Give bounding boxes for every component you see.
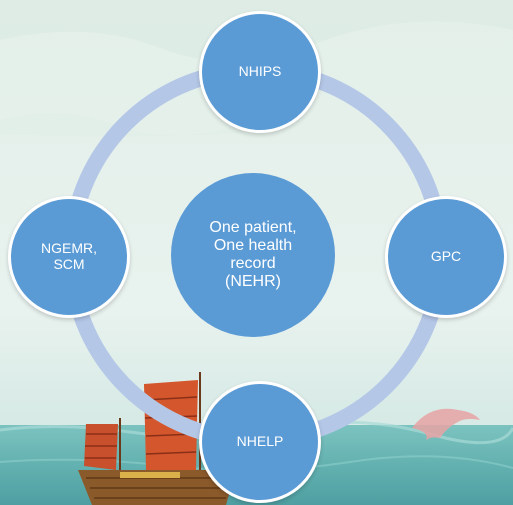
cloud-band-2 [0, 113, 260, 137]
node-top-label: NHIPS [238, 63, 282, 80]
node-top: NHIPS [199, 11, 321, 133]
node-left-label: NGEMR, SCM [41, 240, 97, 272]
node-right-label: GPC [430, 248, 462, 265]
center-node: One patient, One health record (NEHR) [171, 173, 335, 337]
node-right: GPC [385, 196, 507, 318]
node-left: NGEMR, SCM [8, 196, 130, 318]
node-bottom: NHELP [199, 381, 321, 503]
node-bottom-label: NHELP [236, 433, 284, 450]
center-node-label: One patient, One health record (NEHR) [209, 219, 297, 290]
dolphin-icon [412, 408, 480, 440]
